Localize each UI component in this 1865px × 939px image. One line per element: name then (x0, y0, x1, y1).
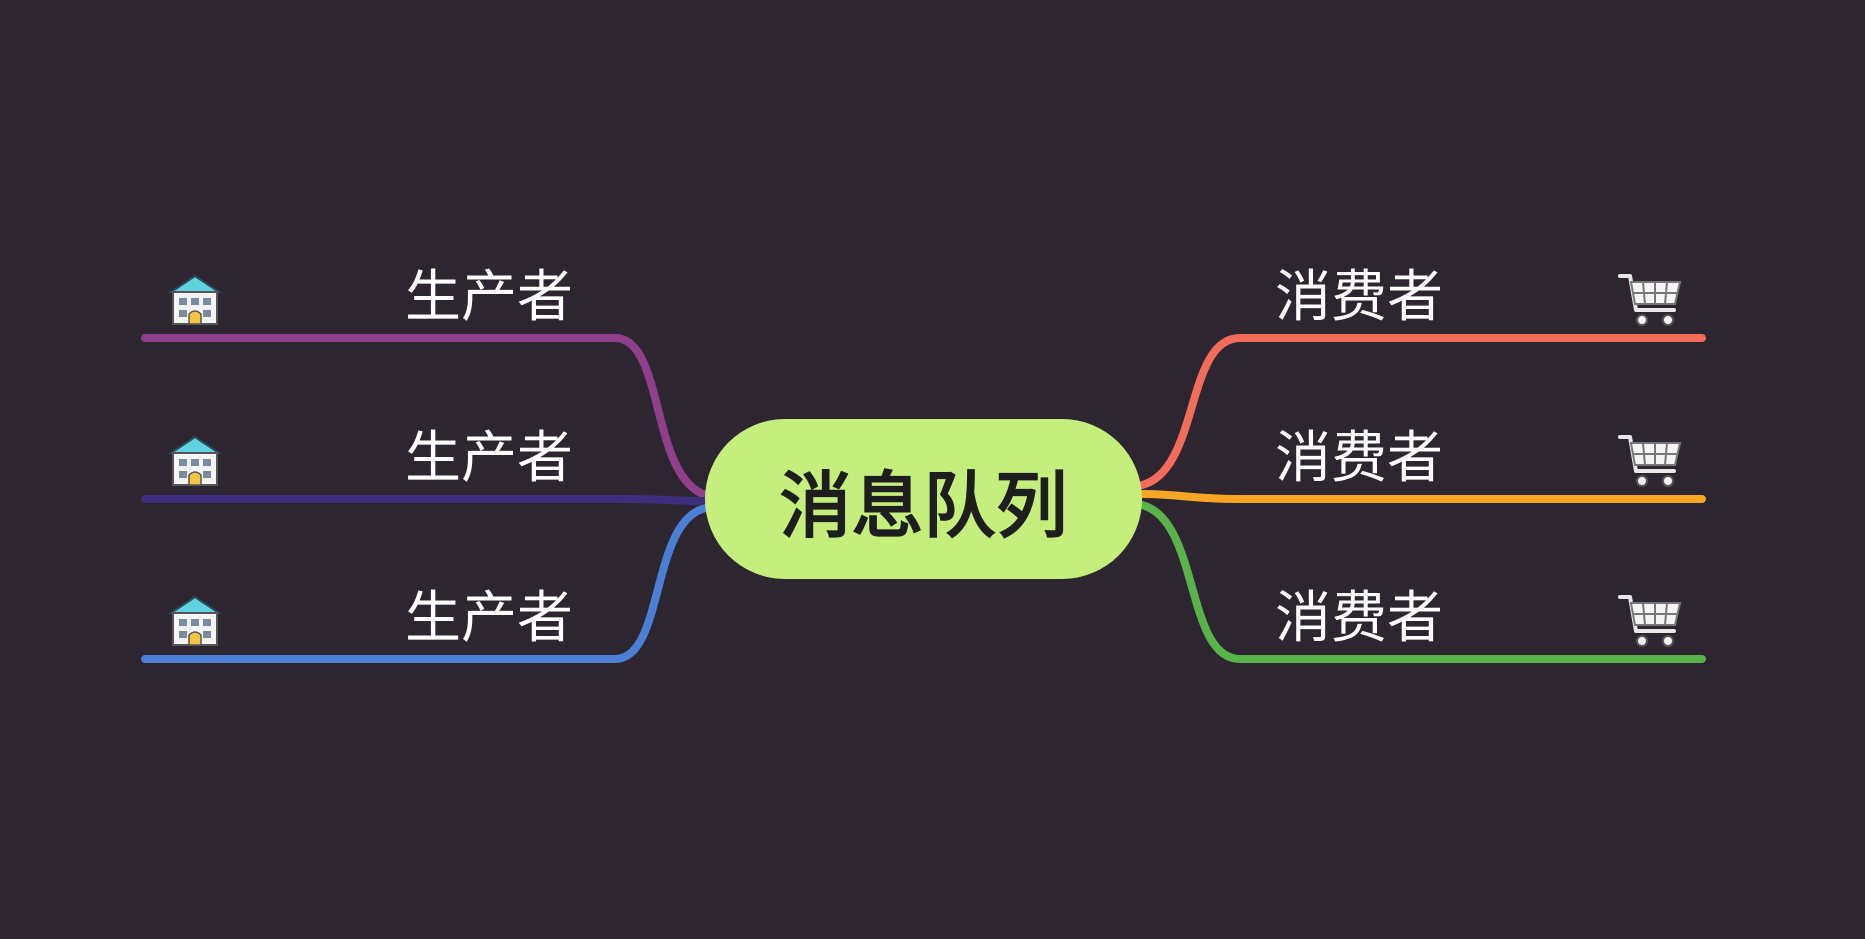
producer-label-3: 生产者 (405, 586, 573, 651)
shopping-cart-icon (1618, 595, 1682, 647)
consumer-branch-1 (1138, 334, 1706, 489)
producer-branch-1 (141, 334, 710, 499)
producer-branch-2 (141, 495, 710, 505)
shopping-cart-icon (1618, 435, 1682, 487)
producer-branch-3 (141, 504, 710, 663)
producer-label-1: 生产者 (405, 265, 573, 330)
producer-label-2: 生产者 (405, 426, 573, 491)
center-node[interactable]: 消息队列 (705, 419, 1142, 579)
consumer-branch-2 (1138, 490, 1706, 503)
building-icon (167, 435, 223, 486)
building-icon (167, 274, 223, 325)
shopping-cart-icon (1618, 274, 1682, 326)
consumer-label-1: 消费者 (1275, 265, 1443, 330)
consumer-branch-3 (1138, 501, 1706, 663)
consumer-label-2: 消费者 (1275, 426, 1443, 491)
center-node-label: 消息队列 (779, 463, 1068, 548)
building-icon (167, 595, 223, 646)
consumer-label-3: 消费者 (1275, 586, 1443, 651)
